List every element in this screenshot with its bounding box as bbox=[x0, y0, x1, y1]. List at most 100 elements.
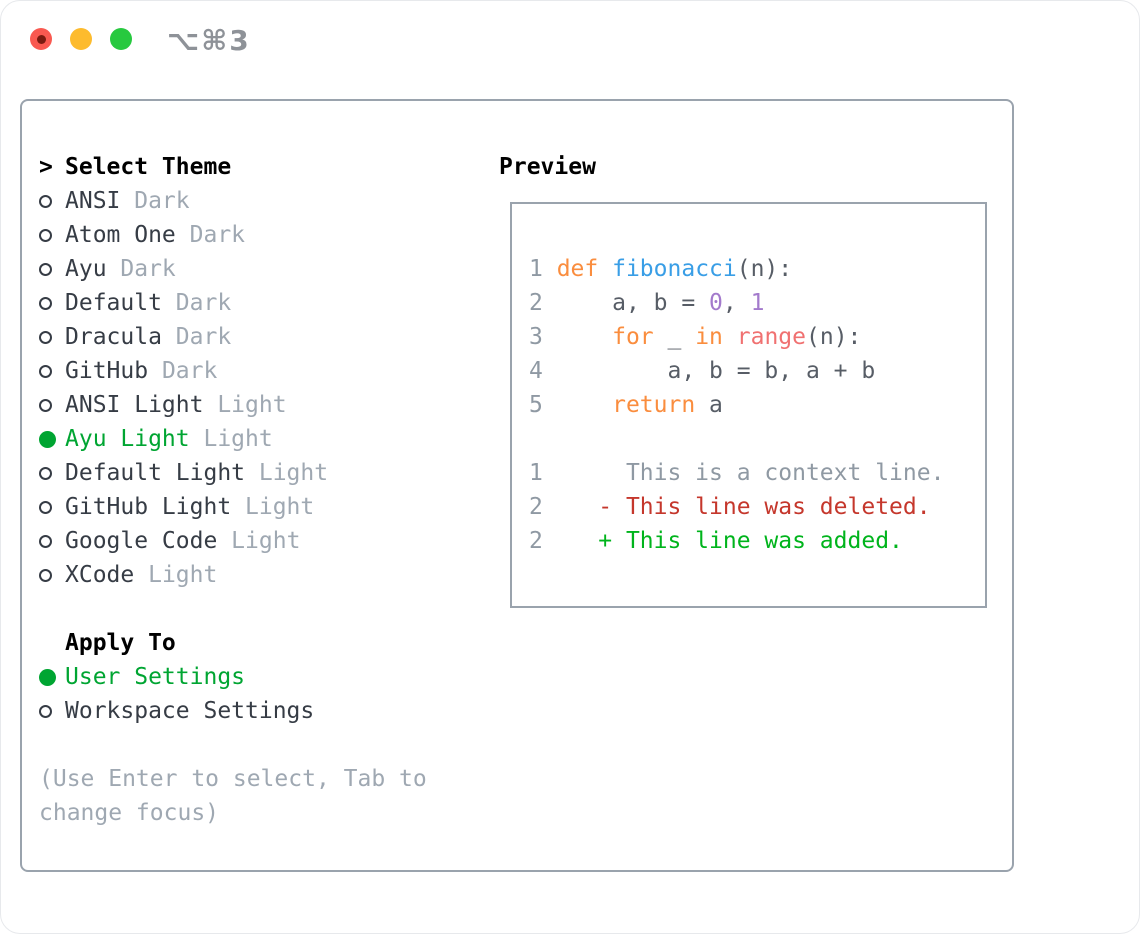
theme-option-ayu-light[interactable]: Ayu Light Light bbox=[39, 422, 489, 456]
code-token: This is a context line. bbox=[542, 460, 945, 486]
preview-code-line: 2 a, b = 0, 1 bbox=[529, 286, 985, 320]
theme-option-default-light[interactable]: Default Light Light bbox=[39, 456, 489, 490]
radio-icon bbox=[39, 194, 52, 208]
option-variant: Light bbox=[217, 528, 301, 554]
theme-option-github-light[interactable]: GitHub Light Light bbox=[39, 490, 489, 524]
theme-option-google-code[interactable]: Google Code Light bbox=[39, 524, 489, 558]
option-label: XCode bbox=[65, 562, 135, 588]
option-variant: Light bbox=[203, 392, 287, 418]
radio-selected-icon bbox=[39, 668, 56, 686]
code-token: 2 bbox=[529, 494, 543, 520]
option-label: Google Code bbox=[65, 528, 218, 554]
option-variant: Dark bbox=[161, 324, 232, 350]
code-token: range bbox=[736, 324, 807, 350]
minimize-button[interactable] bbox=[70, 28, 92, 50]
option-variant: Light bbox=[231, 494, 315, 520]
option-label: GitHub bbox=[65, 358, 149, 384]
theme-option-github[interactable]: GitHub Dark bbox=[39, 354, 489, 388]
code-token: - This line was deleted. bbox=[598, 494, 931, 520]
option-label: ANSI Light bbox=[65, 392, 204, 418]
hint-line-2: change focus) bbox=[39, 800, 220, 826]
code-token: fibonacci bbox=[612, 256, 737, 282]
radio-icon bbox=[39, 534, 52, 548]
cursor-marker: > bbox=[39, 154, 53, 180]
option-label: ANSI bbox=[65, 188, 121, 214]
radio-icon bbox=[39, 466, 52, 480]
option-label: User Settings bbox=[65, 664, 246, 690]
preview-header: Preview bbox=[499, 154, 596, 180]
radio-icon bbox=[39, 364, 52, 378]
theme-option-ansi[interactable]: ANSI Dark bbox=[39, 184, 489, 218]
option-variant: Light bbox=[245, 460, 329, 486]
close-button[interactable] bbox=[30, 28, 52, 50]
option-variant: Dark bbox=[106, 256, 176, 282]
option-label: Atom One bbox=[65, 222, 176, 248]
code-token: 5 bbox=[529, 392, 543, 418]
option-label: Workspace Settings bbox=[65, 698, 315, 724]
radio-icon bbox=[39, 228, 52, 242]
preview-code-line bbox=[529, 422, 985, 456]
preview-code-line: 3 for _ in range(n): bbox=[529, 320, 985, 354]
option-variant: Light bbox=[134, 562, 218, 588]
code-token: 1 bbox=[529, 460, 543, 486]
code-token: 4 bbox=[529, 358, 543, 384]
option-variant: Light bbox=[189, 426, 273, 452]
code-token: + This line was added. bbox=[598, 528, 903, 554]
option-label: Ayu bbox=[65, 256, 107, 282]
radio-icon bbox=[39, 704, 52, 718]
code-token: 2 bbox=[529, 290, 543, 316]
select-theme-header: > Select Theme bbox=[39, 150, 489, 184]
theme-option-default[interactable]: Default Dark bbox=[39, 286, 489, 320]
code-token: in bbox=[695, 324, 723, 350]
theme-option-dracula[interactable]: Dracula Dark bbox=[39, 320, 489, 354]
code-token: 1 bbox=[750, 290, 765, 316]
theme-option-xcode[interactable]: XCode Light bbox=[39, 558, 489, 592]
code-token: 2 bbox=[529, 528, 543, 554]
apply-option-user-settings[interactable]: User Settings bbox=[39, 660, 489, 694]
radio-icon bbox=[39, 262, 52, 276]
code-token: , bbox=[722, 290, 751, 316]
preview-code-line: 1 This is a context line. bbox=[529, 456, 985, 490]
code-token: a, b = bbox=[542, 290, 710, 316]
code-token: def bbox=[556, 256, 599, 282]
radio-icon bbox=[39, 568, 52, 582]
theme-option-ansi-light[interactable]: ANSI Light Light bbox=[39, 388, 489, 422]
theme-option-atom-one[interactable]: Atom One Dark bbox=[39, 218, 489, 252]
preview-code-line: 2 + This line was added. bbox=[529, 524, 985, 558]
code-token: return bbox=[612, 392, 696, 418]
code-token bbox=[543, 528, 598, 554]
apply-option-workspace-settings[interactable]: Workspace Settings bbox=[39, 694, 489, 728]
code-token bbox=[543, 494, 598, 520]
code-token bbox=[598, 256, 612, 282]
radio-selected-icon bbox=[39, 430, 56, 448]
radio-icon bbox=[39, 500, 52, 514]
zoom-button[interactable] bbox=[110, 28, 132, 50]
code-token: (n): bbox=[736, 256, 793, 282]
spacer-row bbox=[39, 728, 489, 762]
preview-code-line: 5 return a bbox=[529, 388, 985, 422]
code-token: for bbox=[612, 324, 654, 350]
option-label: GitHub Light bbox=[65, 494, 232, 520]
radio-icon bbox=[39, 296, 52, 310]
code-token bbox=[543, 324, 612, 350]
spacer-row bbox=[39, 592, 489, 626]
option-variant: Dark bbox=[148, 358, 218, 384]
code-token: a, b = b, a + b bbox=[542, 358, 876, 384]
apply-to-header: Apply To bbox=[39, 626, 489, 660]
code-token: 0 bbox=[709, 290, 723, 316]
window-title: ⌥⌘3 bbox=[167, 24, 251, 57]
theme-option-ayu[interactable]: Ayu Dark bbox=[39, 252, 489, 286]
radio-icon bbox=[39, 330, 52, 344]
code-token: _ bbox=[653, 324, 696, 350]
section-title: Select Theme bbox=[65, 154, 232, 180]
code-token: 1 bbox=[529, 256, 557, 282]
code-token: 3 bbox=[529, 324, 543, 350]
option-variant: Dark bbox=[120, 188, 190, 214]
